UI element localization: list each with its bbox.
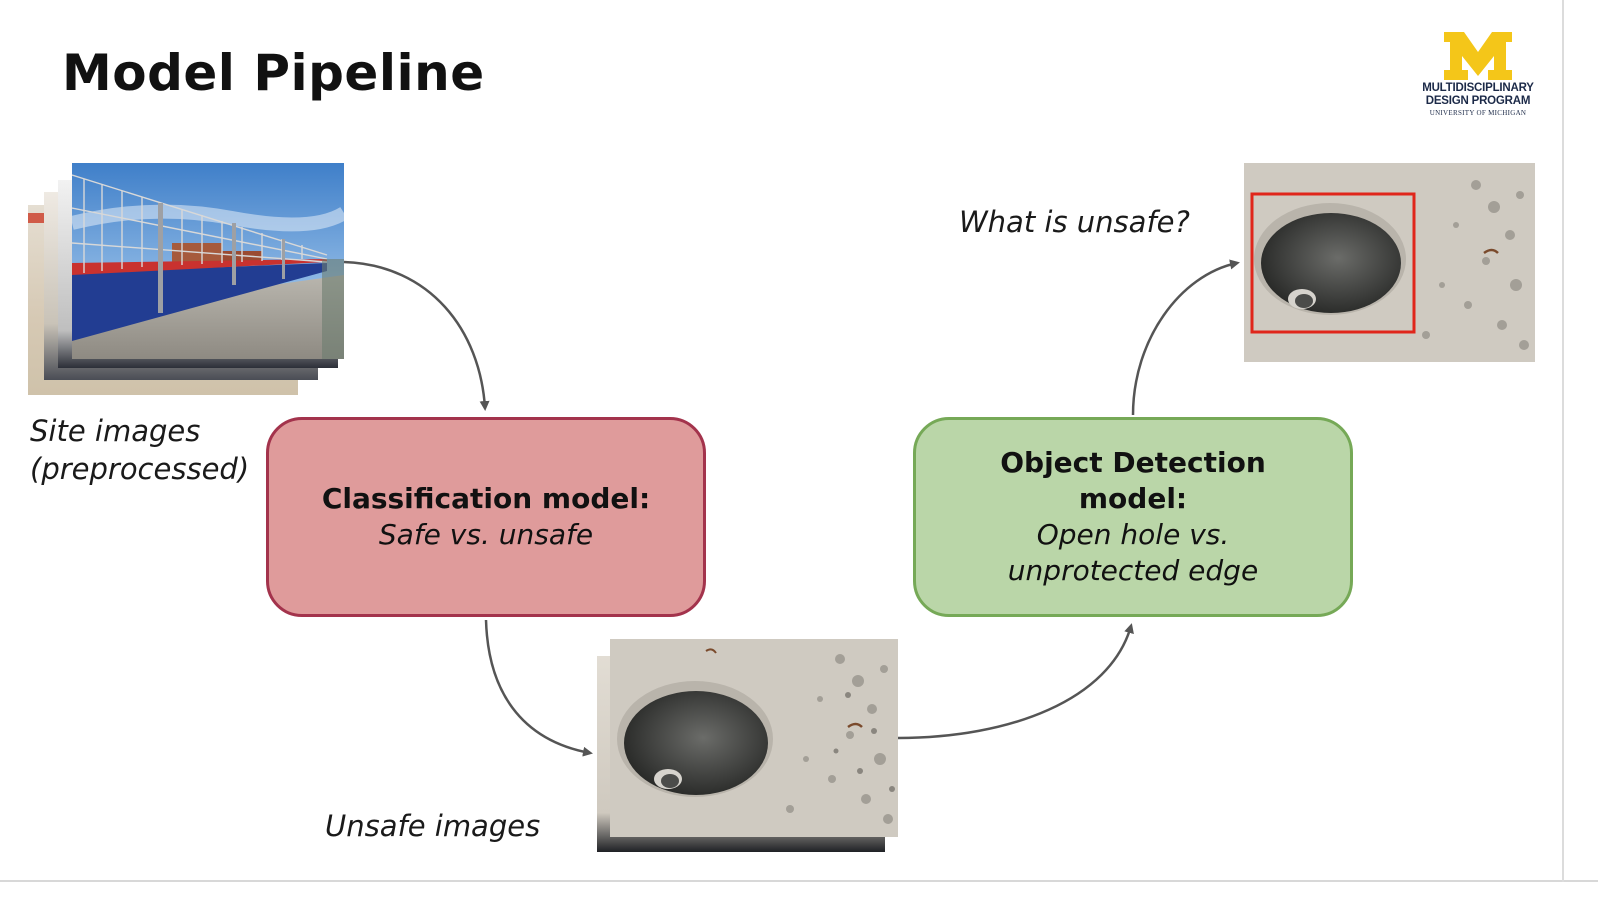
classification-model-title: Classification model: <box>321 482 651 515</box>
object-detection-title-line2: model: <box>1078 482 1188 515</box>
object-detection-subtitle-line2: unprotected edge <box>1007 554 1259 587</box>
mdp-logo: MULTIDISCIPLINARY DESIGN PROGRAM UNIVERS… <box>1416 30 1540 126</box>
object-detection-title-line1: Object Detection <box>1000 446 1266 479</box>
unsafe-images-label: Unsafe images <box>325 809 541 843</box>
detection-result-image <box>1244 163 1535 362</box>
slide-title: Model Pipeline <box>62 44 485 102</box>
site-image-guardrail <box>72 163 344 359</box>
slide-bottom-border <box>0 880 1598 882</box>
object-detection-model-box: Object Detection model: Open hole vs. un… <box>913 417 1353 617</box>
logo-text-line1: MULTIDISCIPLINARY <box>1422 82 1534 94</box>
classification-model-box: Classification model: Safe vs. unsafe <box>266 417 706 617</box>
detection-bounding-box <box>1250 192 1416 334</box>
arrow-detection-to-result <box>1131 259 1240 416</box>
classification-model-subtitle: Safe vs. unsafe <box>378 518 594 551</box>
unsafe-image-open-hole <box>610 639 898 837</box>
arrow-unsafe-to-detection <box>897 623 1134 740</box>
site-images-label-line1: Site images <box>30 414 201 448</box>
block-m-logo-icon <box>1444 32 1512 80</box>
slide-right-border <box>1562 0 1564 882</box>
logo-text-line3: UNIVERSITY OF MICHIGAN <box>1429 109 1527 117</box>
arrow-site-to-classification <box>343 260 490 411</box>
site-images-label-line2: (preprocessed) <box>30 452 250 486</box>
logo-text-line2: DESIGN PROGRAM <box>1425 95 1531 107</box>
object-detection-subtitle-line1: Open hole vs. <box>1036 518 1230 551</box>
arrow-classification-to-unsafe <box>484 619 593 757</box>
what-is-unsafe-label: What is unsafe? <box>959 205 1190 239</box>
